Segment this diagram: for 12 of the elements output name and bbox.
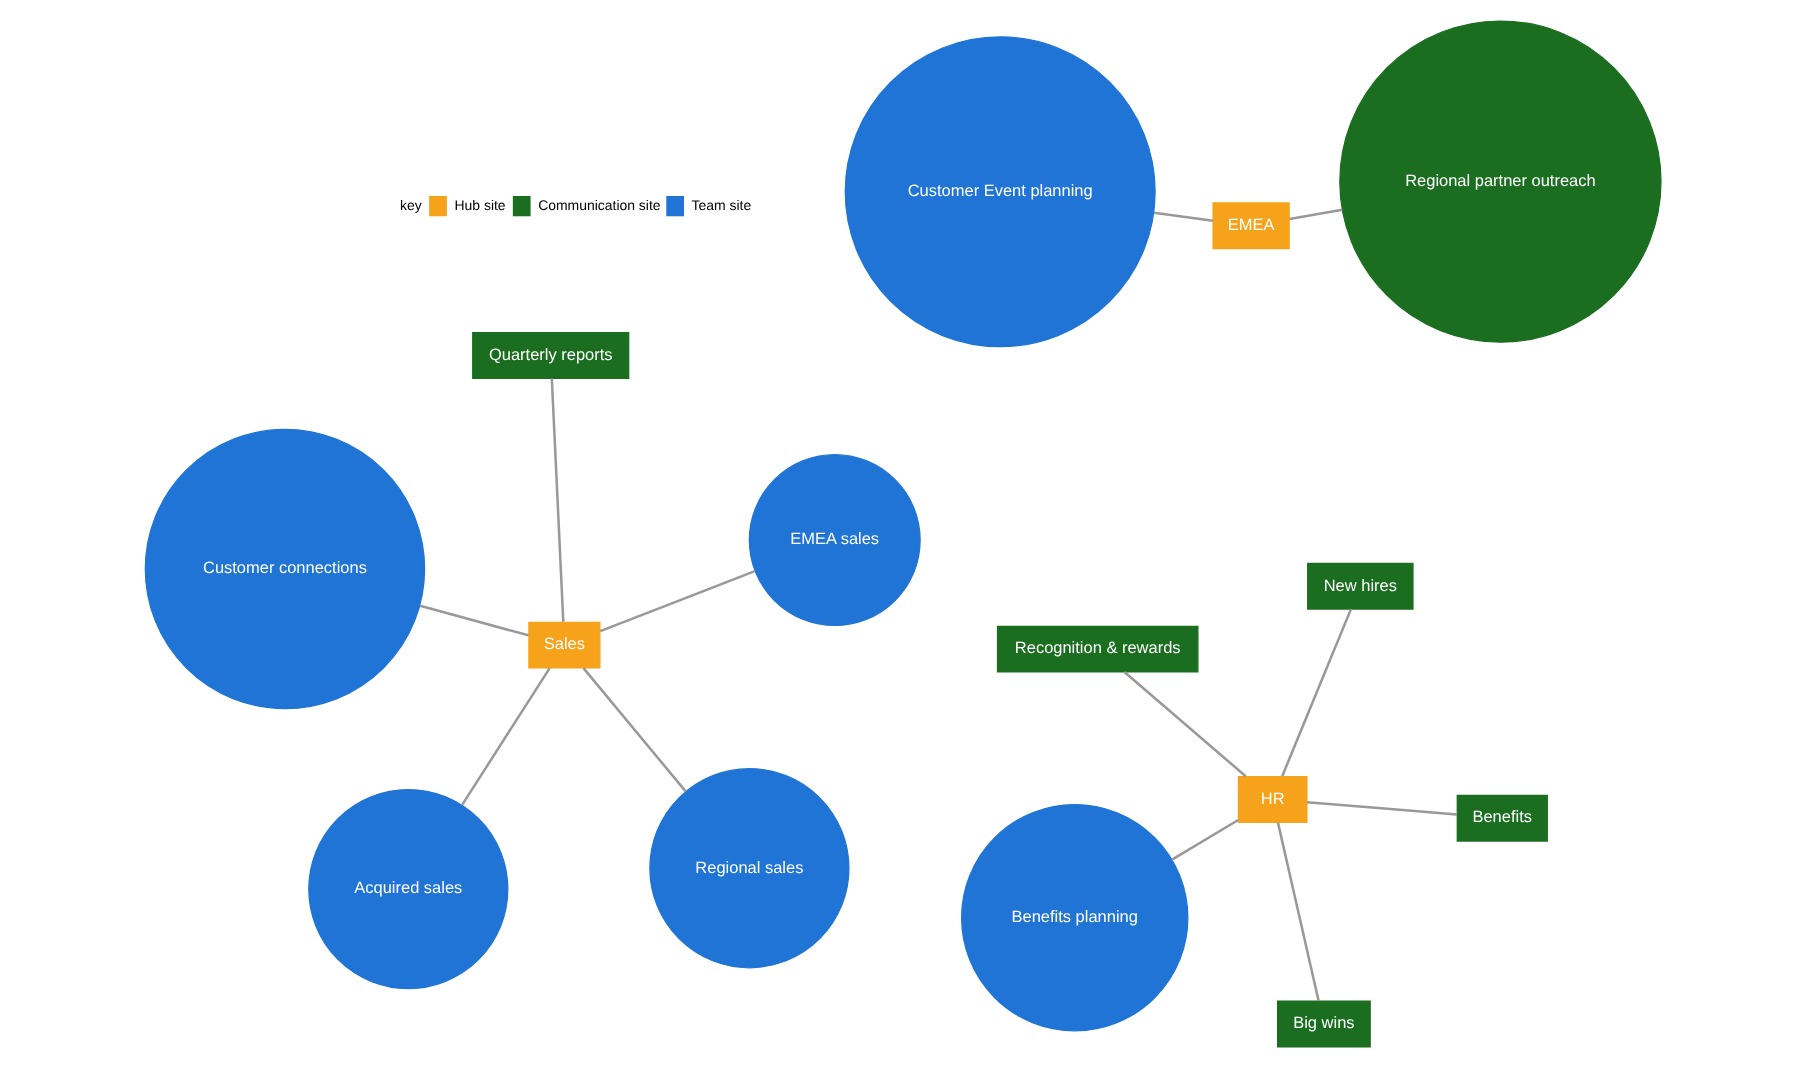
connector	[1170, 818, 1238, 861]
connector	[1122, 671, 1246, 778]
connector	[581, 667, 686, 793]
connector	[1288, 208, 1342, 221]
connector	[549, 378, 564, 622]
connector	[1280, 608, 1352, 777]
connector	[1275, 822, 1319, 1002]
connector	[598, 569, 755, 633]
connector	[1152, 211, 1213, 222]
connector	[460, 667, 550, 806]
connector	[418, 604, 528, 637]
connector	[1305, 800, 1457, 816]
